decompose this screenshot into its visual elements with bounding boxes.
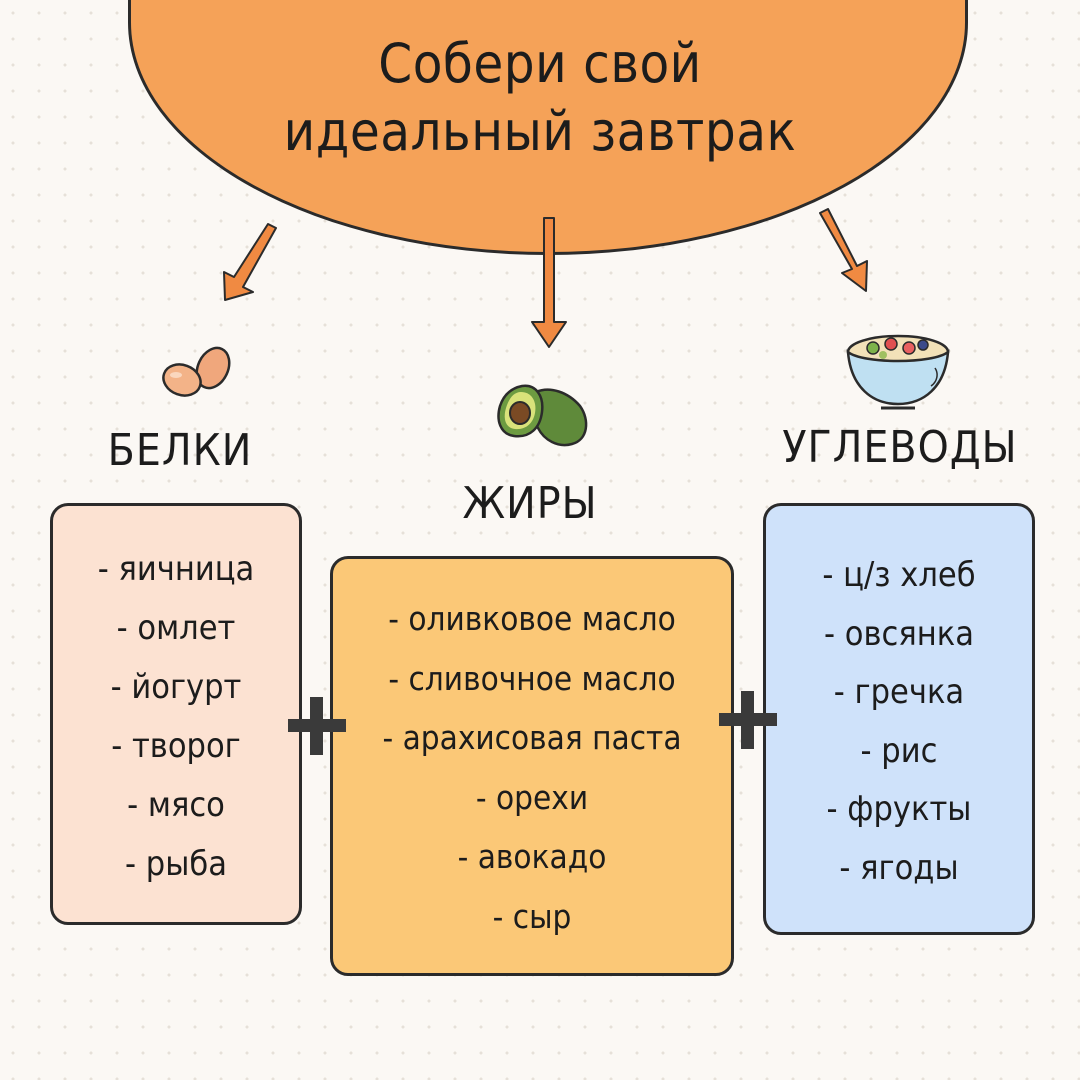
list-item: - мясо [127, 785, 225, 825]
list-item: - ягоды [839, 847, 959, 888]
plus-icon [288, 697, 346, 755]
avocado-icon [497, 384, 588, 447]
list-item: - сливочное масло [388, 658, 676, 698]
plus-icon [719, 691, 777, 749]
list-item: - авокадо [457, 837, 607, 876]
list-item: - овсянка [824, 613, 974, 654]
title-line-2: идеальный завтрак [283, 100, 797, 163]
list-item: - орехи [475, 777, 589, 817]
proteins-list: - яичница - омлет - йогурт - творог - мя… [98, 540, 255, 894]
arrow-to-carbs [819, 208, 868, 292]
proteins-box: - яичница - омлет - йогурт - творог - мя… [50, 503, 302, 925]
list-item: - йогурт [110, 667, 242, 707]
list-item: - творог [111, 726, 241, 766]
list-item: - фрукты [826, 789, 972, 829]
list-item: - ц/з хлеб [822, 555, 976, 595]
list-item: - сыр [492, 896, 572, 936]
fats-box: - оливковое масло - сливочное масло - ар… [330, 556, 734, 976]
list-item: - гречка [833, 672, 965, 712]
list-item: - рис [860, 730, 938, 771]
eggs-icon [162, 346, 231, 397]
list-item: - рыба [125, 844, 227, 884]
list-item: - арахисовая паста [382, 718, 682, 757]
carbs-list: - ц/з хлеб - овсянка - гречка - рис - фр… [822, 546, 975, 897]
fats-list: - оливковое масло - сливочное масло - ар… [382, 589, 681, 946]
oatmeal-bowl-icon [846, 334, 950, 410]
carbs-box: - ц/з хлеб - овсянка - гречка - рис - фр… [763, 503, 1035, 935]
arrow-to-fats [531, 217, 567, 348]
page-title: Собери свой идеальный завтрак [200, 30, 880, 166]
title-line-1: Собери свой [378, 32, 702, 95]
fats-label: ЖИРЫ [462, 478, 598, 529]
arrow-to-proteins [223, 223, 277, 301]
list-item: - омлет [116, 608, 236, 648]
list-item: - яичница [97, 549, 255, 589]
proteins-label: БЕЛКИ [107, 425, 253, 476]
carbs-label: УГЛЕВОДЫ [782, 422, 1018, 473]
list-item: - оливковое масло [388, 599, 676, 638]
